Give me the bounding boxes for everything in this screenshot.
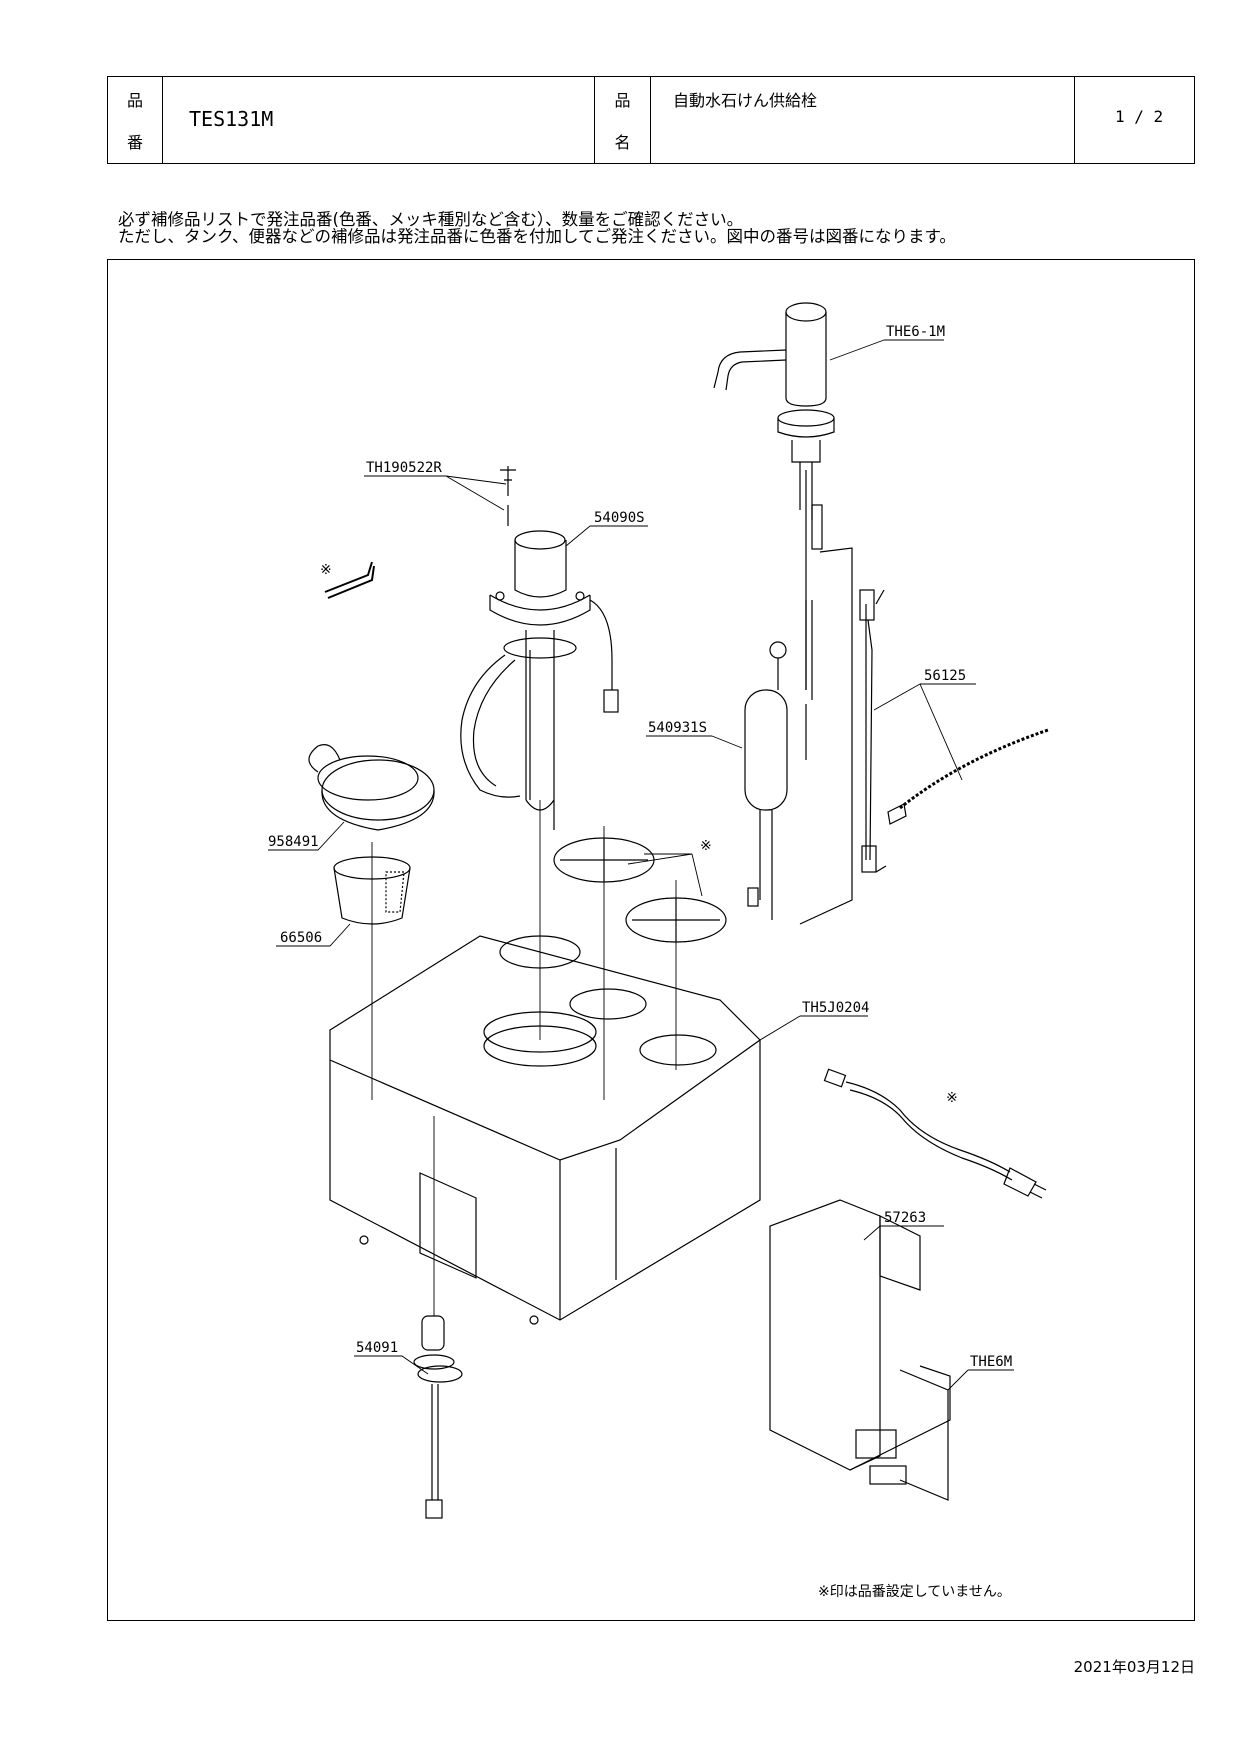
drawing-frame [107,259,1195,1621]
part-name: 自動水石けん供給栓 [673,91,818,110]
part-no-label-cell: 品 番 [108,77,162,163]
instruction-notes: 必ず補修品リストで発注品番(色番、メッキ種別など含む）、数量をご確認ください。 … [118,211,956,245]
part-name-label-top: 品 [614,91,631,110]
part-number: TES131M [189,107,274,131]
part-no-label-bottom: 番 [126,133,143,152]
title-block: 品 番 TES131M 品 名 自動水石けん供給栓 1 / 2 [107,76,1195,164]
part-name-label-cell: 品 名 [594,77,650,163]
page-number: 1 / 2 [1115,107,1164,126]
part-no-label-top: 品 [126,91,143,110]
page-cell: 1 / 2 [1074,77,1194,163]
part-name-label-bottom: 名 [614,133,631,152]
part-name-cell: 自動水石けん供給栓 [650,77,1074,163]
issue-date: 2021年03月12日 [1073,1658,1195,1676]
part-no-cell: TES131M [162,77,594,163]
instruction-line-1: 必ず補修品リストで発注品番(色番、メッキ種別など含む）、数量をご確認ください。 [118,210,744,229]
instruction-line-2: ただし、タンク、便器などの補修品は発注品番に色番を付加してご発注ください。図中の… [118,227,956,246]
